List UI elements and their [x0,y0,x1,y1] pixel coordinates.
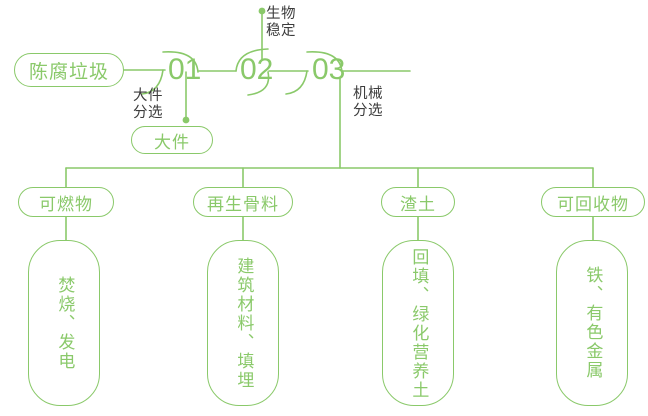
destination-box-combustible[interactable]: 焚烧、发电 [28,240,100,406]
category-pill-slag-soil[interactable]: 渣土 [381,187,455,217]
stage-03-caption: 机械 分选 [353,86,383,120]
arc-03-bottom-left [285,70,308,95]
dot-bio [258,7,266,15]
stage-01-caption: 大件 分选 [133,88,163,122]
source-node[interactable]: 陈腐垃圾 [14,53,124,87]
category-pill-combustible[interactable]: 可燃物 [18,187,114,217]
stage-number-03[interactable]: 03 [312,53,346,86]
category-pill-recyclables[interactable]: 可回收物 [541,187,645,217]
destination-box-slag-soil[interactable]: 回填、绿化营养土 [382,240,454,406]
destination-box-recyclables[interactable]: 铁、有色金属 [556,240,628,406]
arc-02-bottom-right [247,71,270,96]
stage-number-01[interactable]: 01 [168,53,202,86]
destination-text: 焚烧、发电 [55,275,75,371]
output-node-bulky[interactable]: 大件 [131,126,213,154]
stage-number-02[interactable]: 02 [240,53,274,86]
arc-02-top-left [235,48,269,72]
destination-text: 建筑材料、填埋 [234,256,254,390]
destination-text: 铁、有色金属 [583,266,603,380]
arc-01-top-right [162,51,199,73]
destination-box-recycled-aggregate[interactable]: 建筑材料、填埋 [207,240,279,406]
category-pill-recycled-aggregate[interactable]: 再生骨料 [193,187,293,217]
arc-03-top-right [306,51,343,73]
destination-text: 回填、绿化营养土 [409,248,429,400]
dot-bulky [182,116,190,124]
stage-02-caption: 生物 稳定 [266,6,296,40]
arc-01-bottom-left [141,69,164,95]
